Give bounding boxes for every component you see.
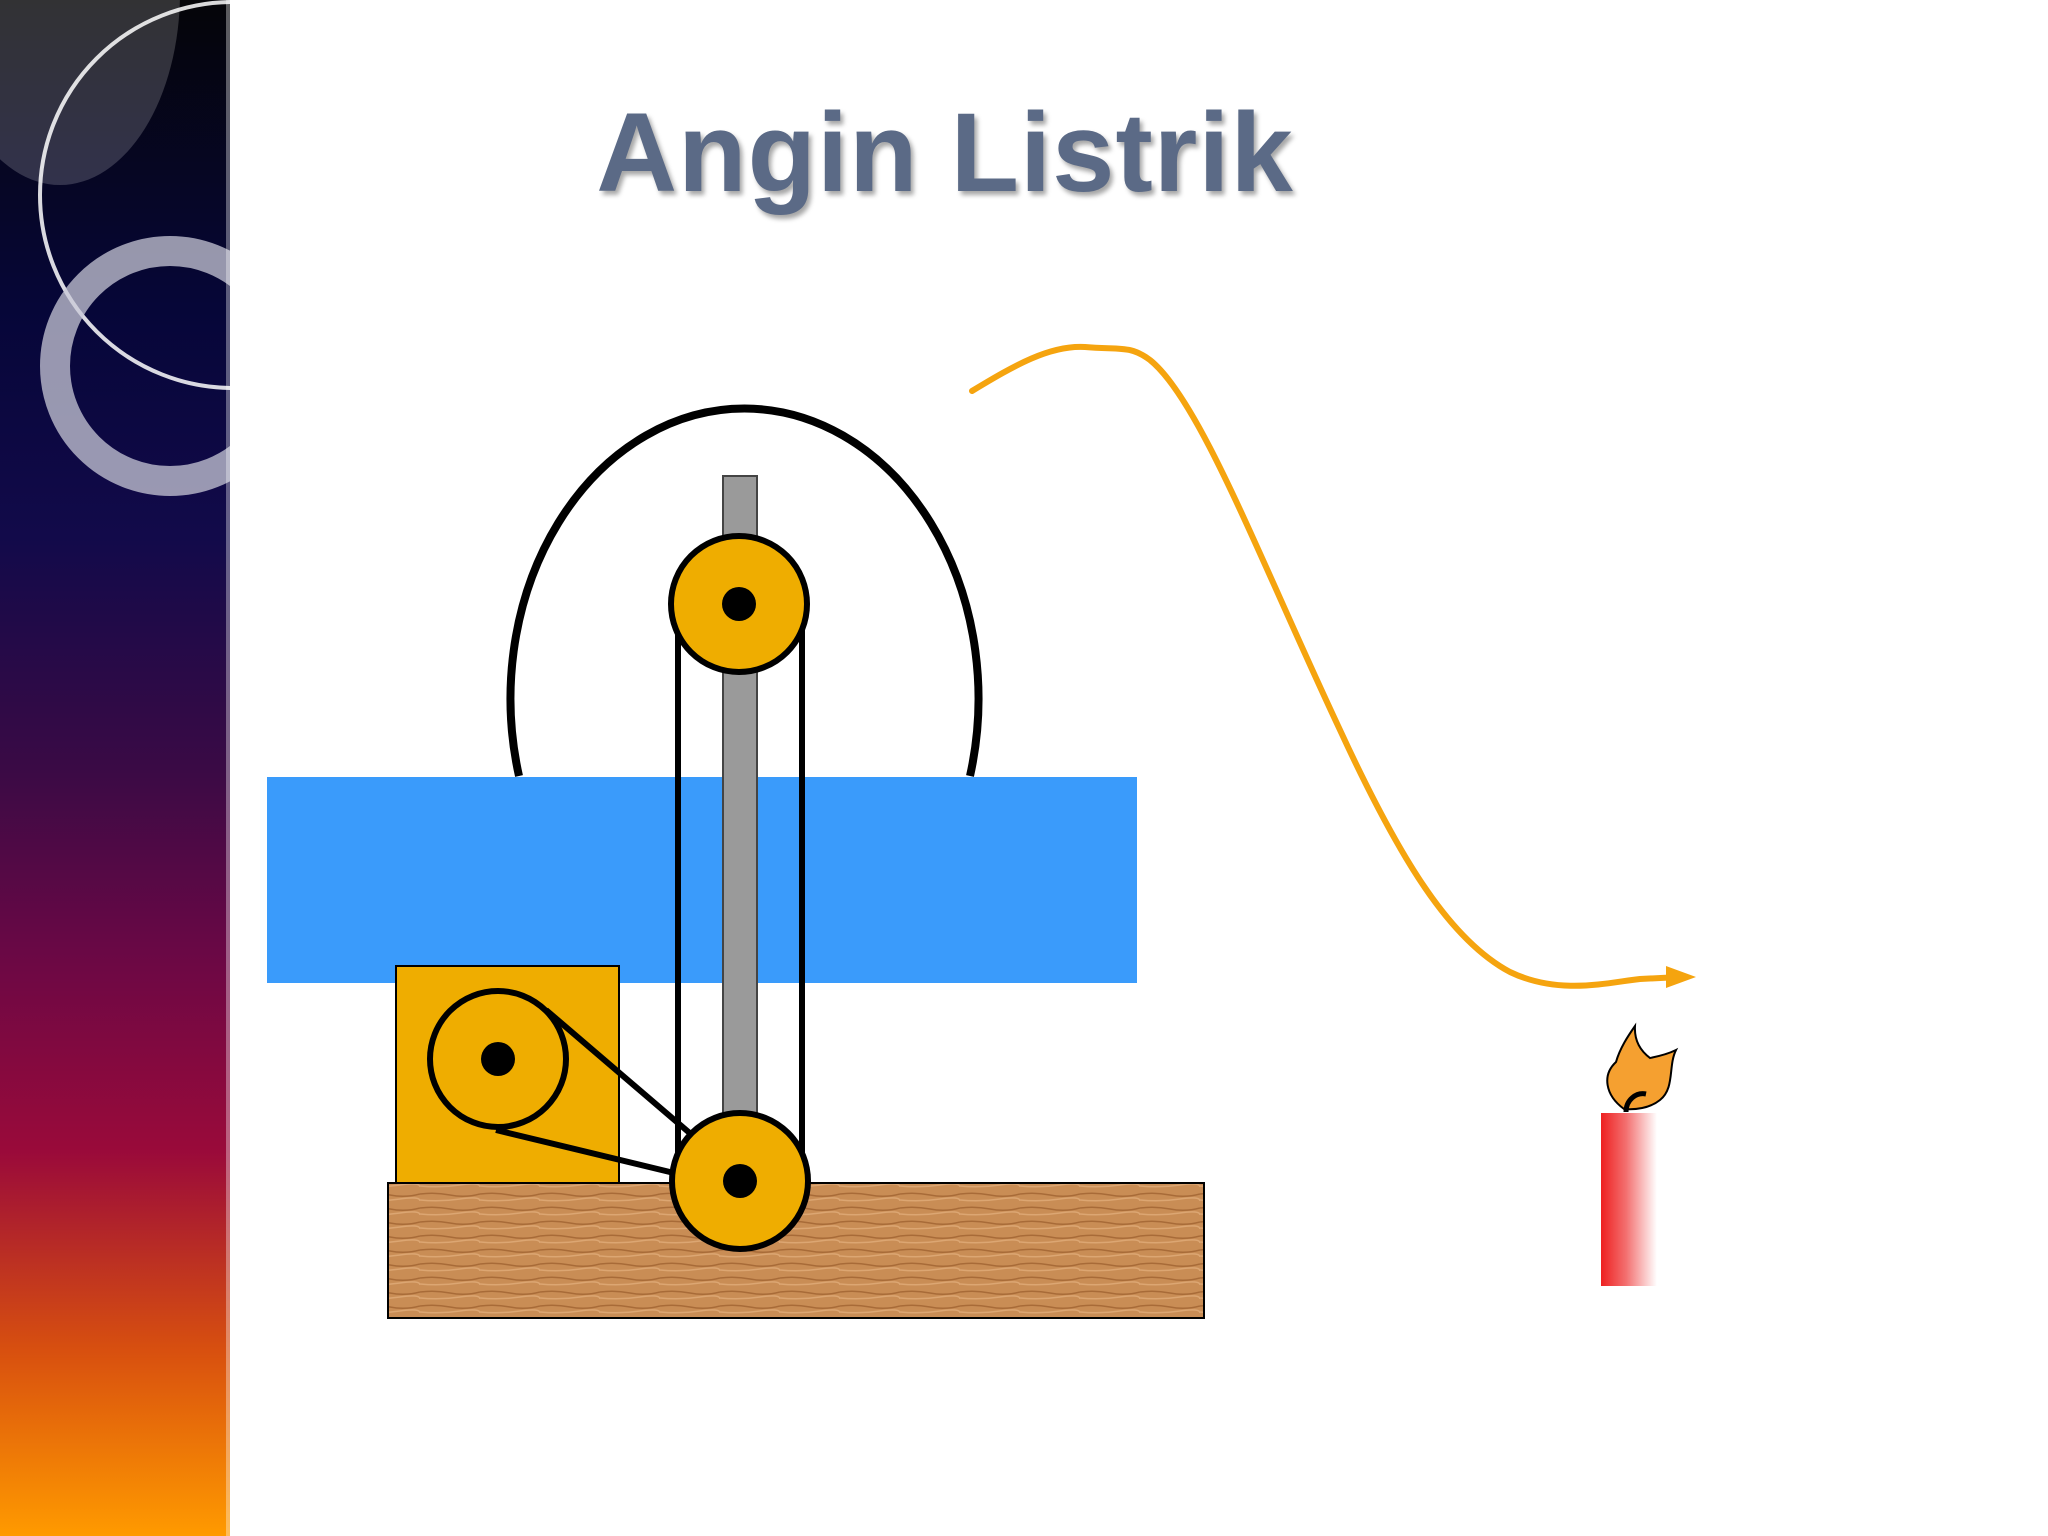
airflow-arrowhead — [1666, 966, 1696, 988]
airflow-curve — [969, 343, 1683, 989]
decorative-sidebar — [0, 0, 230, 1536]
motor-belt-upper — [544, 1007, 694, 1138]
candle-icon — [1601, 1113, 1657, 1286]
flame-icon — [1606, 1022, 1679, 1113]
motor-belt-lower — [495, 1127, 675, 1176]
slide-title: Angin Listrik — [596, 90, 1294, 215]
bottom-pulley-axle — [723, 1164, 757, 1198]
sidebar-edge — [226, 0, 230, 1536]
water-band — [267, 777, 1137, 983]
motor-pulley-axle — [481, 1042, 515, 1076]
wooden-base — [387, 1182, 1205, 1319]
top-pulley-axle — [722, 587, 756, 621]
generator-disc-outline — [506, 404, 983, 777]
